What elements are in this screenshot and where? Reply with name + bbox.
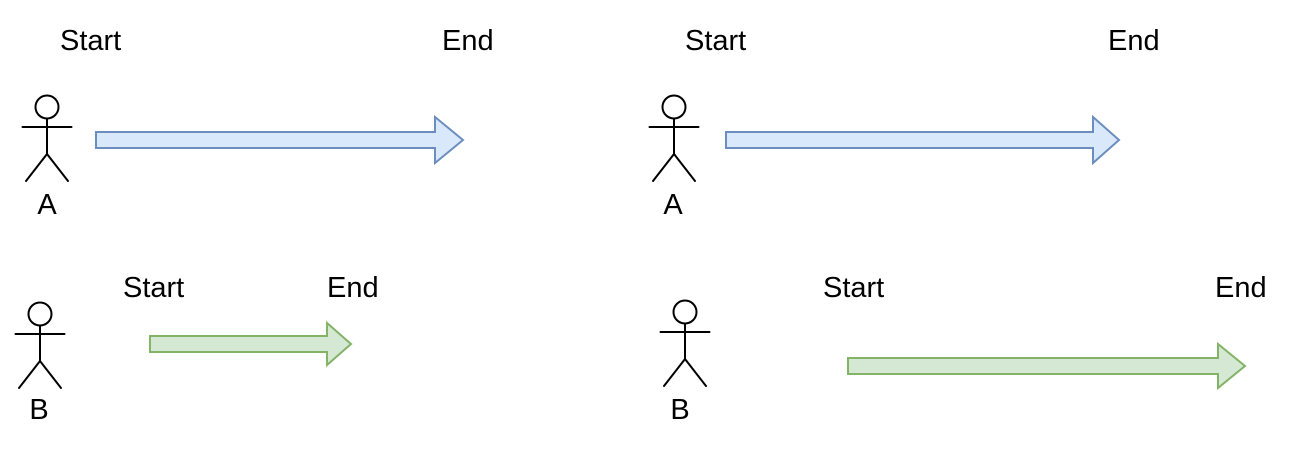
start-label: Start (60, 25, 122, 57)
stick-figure-actor-icon (648, 94, 700, 182)
block-arrow-icon (149, 320, 353, 368)
end-label: End (442, 25, 494, 57)
end-label: End (1108, 25, 1160, 57)
block-arrow-shape (149, 320, 353, 368)
actor-label: A (37, 189, 57, 221)
block-arrow-icon (725, 114, 1121, 166)
actor-label: B (670, 394, 690, 426)
block-arrow-shape (95, 114, 465, 166)
actor-label: A (663, 189, 683, 221)
end-label: End (327, 272, 379, 304)
start-label: Start (123, 272, 185, 304)
start-label: Start (823, 272, 885, 304)
block-arrow-shape (725, 114, 1121, 166)
stick-figure-actor-icon (659, 299, 711, 387)
stick-figure-actor-icon (14, 301, 66, 389)
stick-figure-actor-icon (21, 94, 73, 182)
actor-label: B (29, 394, 49, 426)
start-label: Start (685, 25, 747, 57)
end-label: End (1215, 272, 1267, 304)
block-arrow-icon (95, 114, 465, 166)
block-arrow-icon (847, 341, 1247, 391)
block-arrow-shape (847, 341, 1247, 391)
